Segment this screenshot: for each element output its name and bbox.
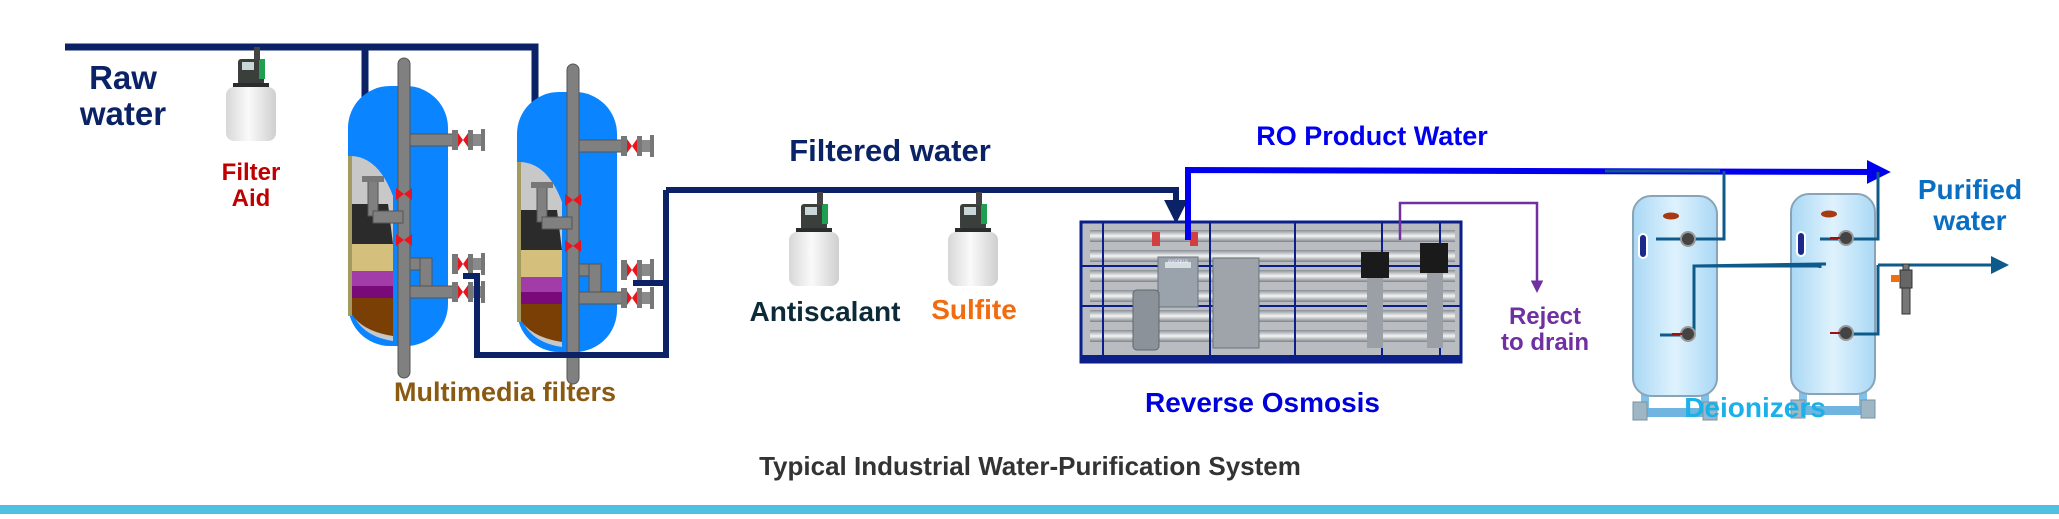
filtered-water-pipe bbox=[463, 187, 1188, 358]
purified-water-label: Purified water bbox=[1900, 174, 2040, 237]
deionizers-label: Deionizers bbox=[1684, 392, 1826, 423]
filter-aid-label-line1: Filter bbox=[221, 159, 281, 186]
footer-accent-bar bbox=[0, 505, 2059, 514]
sulfite-label: Sulfite bbox=[931, 294, 1017, 325]
raw-water-label-line2: water bbox=[79, 95, 167, 133]
reverse-osmosis-skid-icon bbox=[1079, 220, 1463, 364]
filter-aid-pump-icon bbox=[226, 47, 276, 141]
antiscalant-label: Antiscalant bbox=[749, 296, 901, 327]
diagram-title: Typical Industrial Water-Purification Sy… bbox=[759, 451, 1301, 481]
multimedia-filter-1-icon bbox=[348, 58, 485, 378]
purified-water-label-line1: Purified bbox=[1917, 174, 2023, 205]
deionizer-2-icon bbox=[1790, 193, 1876, 419]
deionizer-1-icon bbox=[1632, 195, 1718, 421]
ro-panel-brand: evoqua bbox=[1168, 259, 1188, 265]
multimedia-filters-label: Multimedia filters bbox=[393, 377, 617, 407]
antiscalant-pump-icon bbox=[789, 192, 839, 286]
ro-product-water-label: RO Product Water bbox=[1256, 121, 1488, 151]
reject-to-drain-label: Reject to drain bbox=[1480, 303, 1610, 357]
raw-water-label: Raw water bbox=[58, 59, 188, 133]
filter-aid-label: Filter Aid bbox=[200, 159, 302, 213]
reverse-osmosis-label: Reverse Osmosis bbox=[1144, 387, 1381, 418]
filtered-water-label: Filtered water bbox=[789, 133, 991, 168]
conductivity-sensor-icon bbox=[1891, 263, 1913, 315]
reject-to-drain-pipe bbox=[1398, 201, 1544, 294]
reject-to-drain-label-line1: Reject bbox=[1508, 303, 1582, 330]
multimedia-filter-2-icon bbox=[517, 64, 654, 384]
purified-water-label-line2: water bbox=[1933, 204, 2007, 236]
sulfite-pump-icon bbox=[948, 192, 998, 286]
di-valves bbox=[1672, 230, 1854, 342]
filter-aid-label-line2: Aid bbox=[231, 185, 271, 213]
raw-water-label-line1: Raw bbox=[89, 59, 157, 96]
reject-to-drain-label-line2: to drain bbox=[1501, 329, 1589, 357]
